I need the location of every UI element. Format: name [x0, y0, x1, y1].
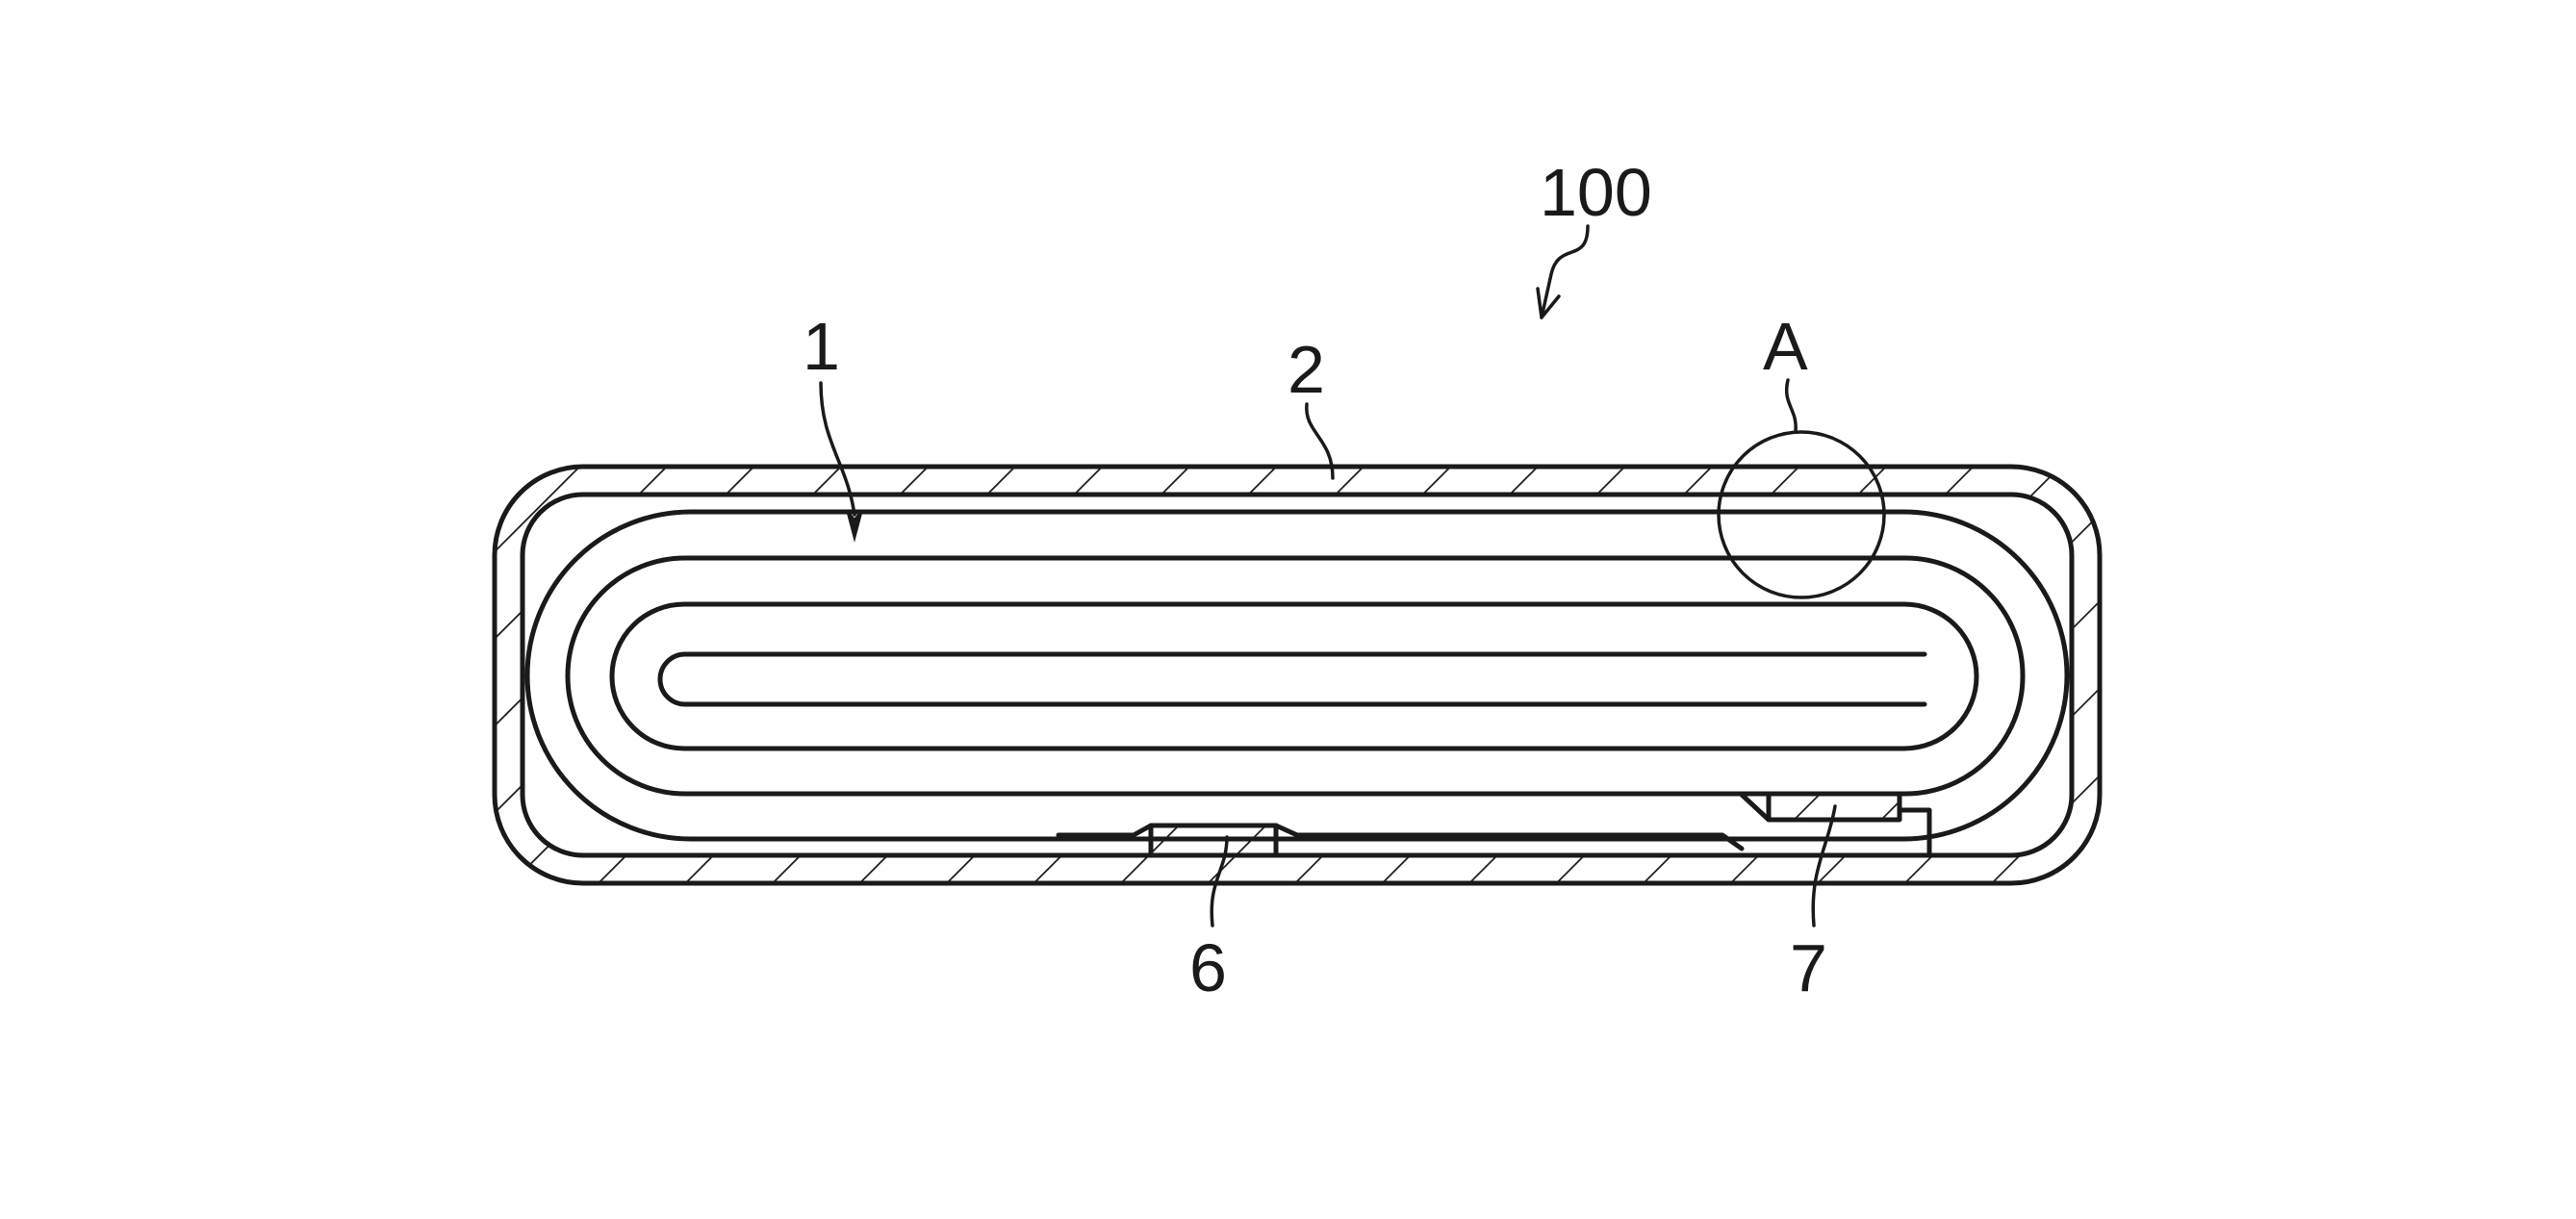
label-2: 2: [1288, 332, 1325, 407]
label-a: A: [1763, 309, 1808, 384]
label-6: 6: [1189, 930, 1227, 1005]
electrode-winding: [527, 512, 2067, 839]
detail-circle-a: [1719, 432, 1884, 597]
label-1: 1: [803, 309, 840, 384]
part-7-tab: [1742, 795, 1929, 855]
label-7: 7: [1790, 930, 1827, 1005]
leader-lines: [821, 226, 1835, 926]
label-100: 100: [1540, 155, 1652, 230]
casing-wall: [481, 452, 2117, 895]
